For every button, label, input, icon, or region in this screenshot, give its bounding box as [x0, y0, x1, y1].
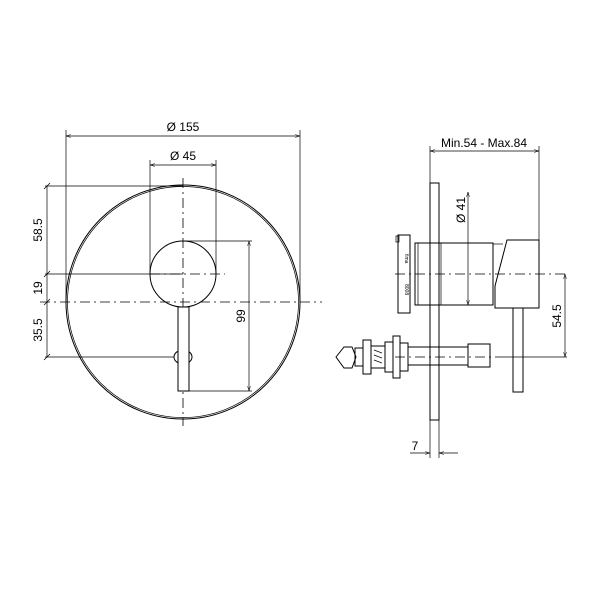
lever-handle-side [512, 307, 524, 393]
front-view: Ø 155 Ø 45 58.5 19 35.5 99 [31, 120, 322, 426]
diverter-cartridge [335, 335, 409, 379]
lever-handle [177, 306, 190, 392]
dim-knob-to-lever-end: 99 [234, 309, 248, 323]
dim-knob-diameter: Ø 45 [170, 149, 196, 163]
dim-plate-thickness: 7 [412, 439, 419, 453]
dim-knob-to-center: 19 [31, 281, 45, 295]
dim-knob-to-diverter: 54.5 [550, 304, 564, 328]
cover-plate-side [429, 182, 440, 421]
dim-plate-diameter: Ø 155 [167, 120, 200, 134]
side-view: fima 8008 Min.54 - Max.84 Ø 41 54.5 [335, 136, 567, 458]
flange-mark-brand: fima [403, 254, 409, 264]
dim-top-to-knob: 58.5 [31, 218, 45, 242]
flange-mark-code: 8008 [403, 284, 409, 295]
dim-center-to-diverter: 35.5 [31, 318, 45, 342]
dim-depth-range: Min.54 - Max.84 [441, 136, 527, 150]
dim-body-diameter: Ø 41 [454, 197, 468, 223]
